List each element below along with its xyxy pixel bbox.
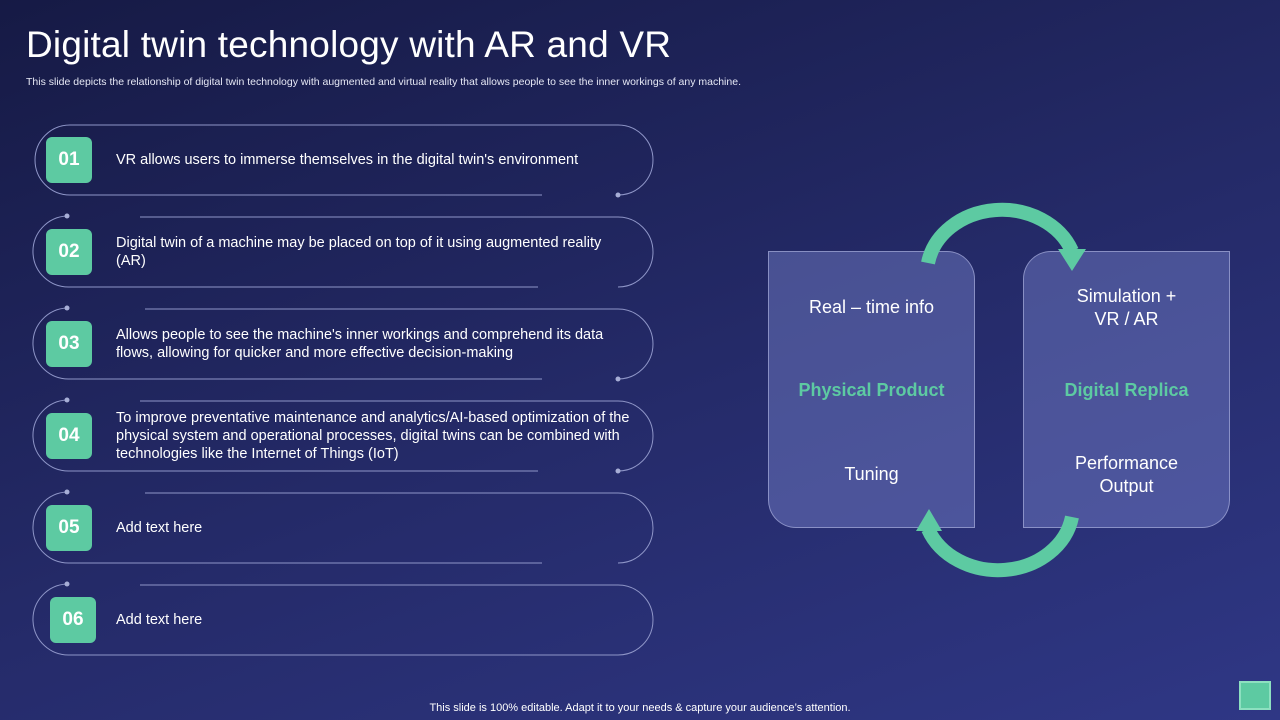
item-number-badge: 04 [46,413,92,459]
item-description: Add text here [116,612,203,628]
digital-bottom-text-1: Performance [1074,453,1179,473]
list-item-06: 06 Add text here [32,581,654,656]
item-outline-04 [32,397,654,474]
physical-product-label: Physical Product [798,380,945,400]
corner-square-icon [1239,681,1271,710]
item-number-badge: 03 [46,321,92,367]
list-item-01: 01 VR allows users to immerse themselves… [34,124,654,198]
bottom-cycle-arrow-icon [916,509,1079,578]
digital-replica-label: Digital Replica [1064,380,1189,400]
digital-bottom-text-2: Output [1099,476,1154,496]
item-number-badge: 06 [50,597,96,643]
list-item-04: 04 To improve preventative maintenance a… [32,397,654,474]
physical-top-text: Real – time info [808,297,935,317]
item-number-badge: 02 [46,229,92,275]
item-outline-05 [32,489,654,564]
physical-bottom-text: Tuning [844,464,899,484]
cycle-arrows [916,202,1086,578]
item-description: Allows people to see the machine's inner… [116,327,604,361]
item-description: VR allows users to immerse themselves in… [116,152,579,168]
top-cycle-arrow-icon [921,202,1086,271]
slide-footer: This slide is 100% editable. Adapt it to… [429,702,851,714]
item-description: Digital twin of a machine may be placed … [116,235,602,269]
slide-title: Digital twin technology with AR and VR [26,24,672,65]
digital-twin-cycle-diagram: Real – time info Physical Product Tuning… [760,185,1240,595]
physical-product-card: Real – time info Physical Product Tuning [768,251,975,528]
item-outline-03 [32,305,654,382]
item-description: Add text here [116,520,203,536]
list-item-03: 03 Allows people to see the machine's in… [32,305,654,382]
list-item-02: 02 Digital twin of a machine may be plac… [32,213,654,288]
digital-replica-card: Simulation + VR / AR Digital Replica Per… [1023,251,1230,528]
item-outline-01 [34,124,654,198]
item-description: To improve preventative maintenance and … [116,410,630,462]
item-number-badge: 01 [46,137,92,183]
feature-list: 01 VR allows users to immerse themselves… [32,124,654,656]
digital-top-text-2: VR / AR [1094,309,1159,329]
digital-top-text-1: Simulation + [1076,286,1177,306]
item-outline-02 [32,213,654,288]
item-number-badge: 05 [46,505,92,551]
list-item-05: 05 Add text here [32,489,654,564]
slide-subtitle: This slide depicts the relationship of d… [26,76,741,88]
item-outline-06 [32,581,654,656]
